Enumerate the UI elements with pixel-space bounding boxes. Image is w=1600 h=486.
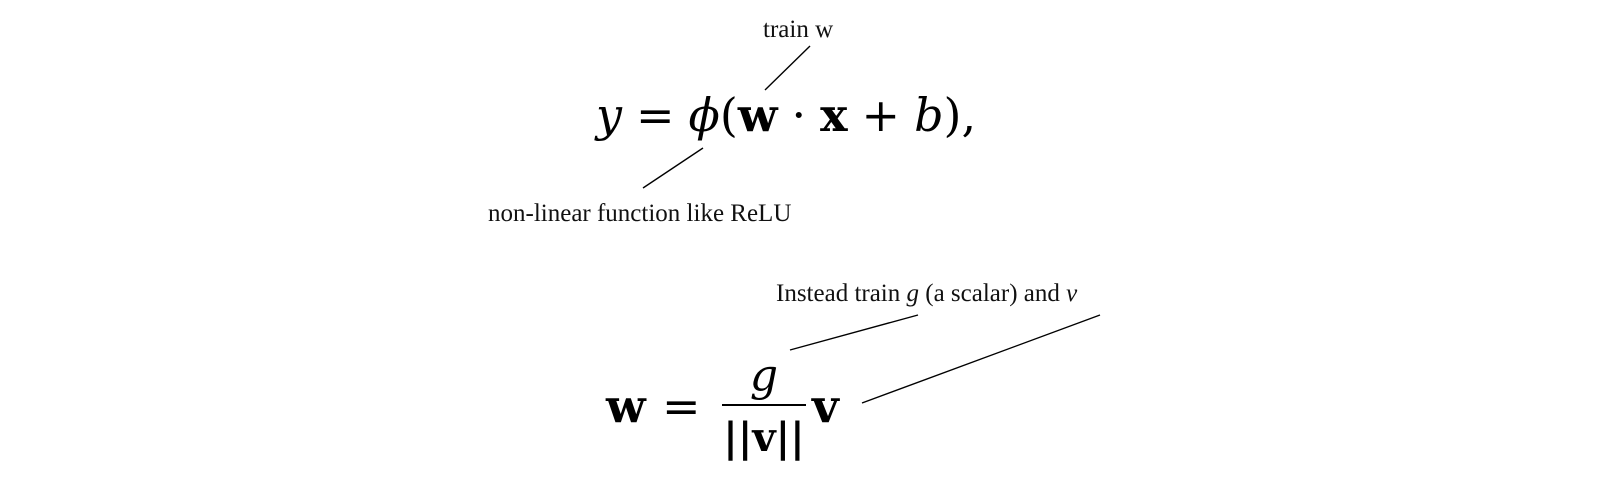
eq1-open-paren: ( [719, 88, 738, 142]
annotation-train-w: train w [763, 16, 834, 43]
annotation-instead-train: Instead train g (a scalar) and v [776, 281, 1077, 306]
eq1-b: b [914, 88, 944, 142]
eq1-x: x [820, 88, 848, 142]
eq1-phi: ϕ [688, 88, 720, 142]
annotation-instead-prefix: Instead train [776, 280, 907, 307]
annotation-instead-v: v [1066, 280, 1078, 307]
leader-line-g [789, 314, 919, 351]
equation-perceptron: y=ϕ(w·x+b), [596, 92, 976, 138]
eq1-plus: + [861, 88, 901, 142]
eq1-y: y [596, 88, 622, 142]
eq2-denominator: ||v|| [723, 414, 805, 461]
leader-line-nonlinear [642, 147, 704, 189]
leader-line-train-w [764, 45, 811, 91]
eq2-equals: = [662, 379, 701, 433]
annotation-instead-middle: (a scalar) and [919, 280, 1067, 307]
eq2-w: w [606, 379, 646, 433]
annotation-instead-g: g [906, 280, 920, 307]
eq2-numerator: g [749, 350, 779, 401]
eq2-v: v [812, 379, 839, 433]
eq1-close: ), [943, 88, 977, 142]
eq1-w: w [737, 88, 778, 142]
eq1-dot: · [791, 88, 807, 142]
leader-line-v [861, 314, 1101, 404]
eq1-equals: = [636, 88, 675, 142]
annotation-nonlinear: non-linear function like ReLU [488, 200, 792, 227]
